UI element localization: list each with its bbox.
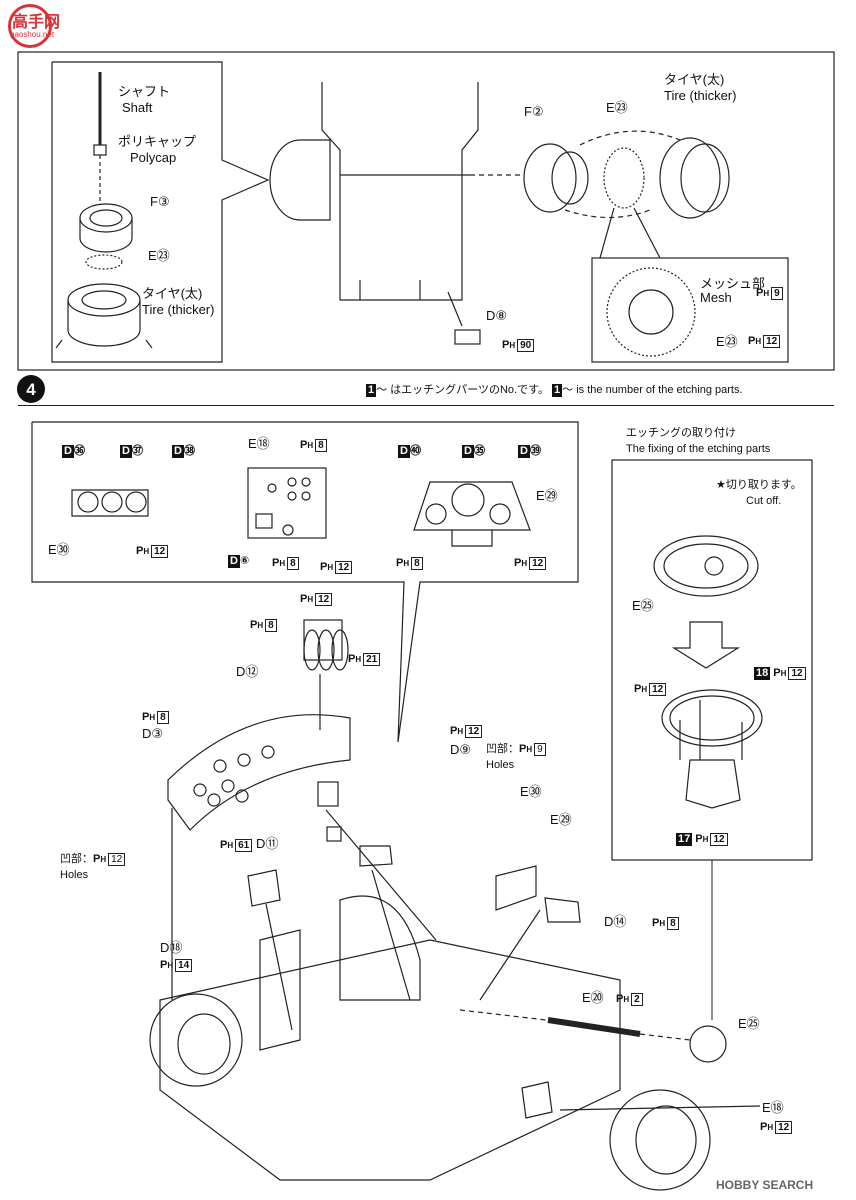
part-f2: F② [524, 104, 544, 119]
step-number: 4 [26, 380, 36, 399]
left-inset-frame [51, 61, 270, 363]
main-holes-en: Holes [486, 759, 515, 771]
main-e25: E㉕ [738, 1016, 760, 1031]
detail-box-frame [31, 421, 579, 743]
tire-label-en-left: Tire (thicker) [142, 302, 215, 317]
tire-label-jp-left: タイヤ(太) [142, 286, 203, 301]
mesh-part-e23: E㉓ [716, 334, 738, 349]
cutoff-jp: ★切り取ります。 [716, 479, 802, 491]
part-f3: F③ [150, 194, 170, 209]
polycap-label-en: Polycap [130, 150, 177, 165]
etching-title-en: The fixing of the etching parts [626, 443, 771, 455]
main-e18: E⑱ [762, 1100, 784, 1115]
main-d9: D⑨ [450, 742, 472, 757]
etching-title-jp: エッチングの取り付け [626, 427, 736, 439]
main-d12: D⑫ [236, 664, 259, 679]
part-e23-top: E㉓ [606, 100, 628, 115]
detail-e30: E㉚ [48, 542, 70, 557]
part-d8: D⑧ [486, 308, 508, 323]
tire-label-en-right: Tire (thicker) [664, 88, 737, 103]
main-e20: E⑳ [582, 990, 604, 1005]
logo-ring-icon [8, 4, 52, 48]
top-panel-frame [17, 51, 835, 371]
main-d3: D③ [142, 726, 164, 741]
main-e29: E㉙ [550, 812, 572, 827]
tire-label-jp-right: タイヤ(太) [664, 72, 725, 87]
mesh-label-jp: メッシュ部 [700, 276, 766, 291]
main-holes2-en: Holes [60, 869, 89, 881]
detail-e18: E⑱ [248, 436, 270, 451]
shaft-label-en: Shaft [122, 100, 153, 115]
cutoff-en: Cut off. [746, 495, 782, 507]
main-d18: D⑱ [160, 940, 183, 955]
etching-note: 1～ はエッチングパーツのNo.です。 1～ is the number of … [366, 384, 743, 397]
site-logo: 高手网 gaoshou.net [8, 4, 78, 48]
main-d11: D⑪ [256, 836, 279, 851]
part-e23-left: E㉓ [148, 248, 170, 263]
polycap-label-jp: ポリキャップ [118, 134, 197, 149]
main-d14: D⑭ [604, 914, 627, 929]
shaft-label-jp: シャフト [118, 84, 171, 99]
mesh-label-en: Mesh [700, 290, 732, 305]
watermark: HOBBY SEARCH [716, 1178, 814, 1192]
main-e30: E㉚ [520, 784, 542, 799]
step-divider [18, 405, 834, 406]
etching-e25: E㉕ [632, 598, 654, 613]
detail-e29: E㉙ [536, 488, 558, 503]
